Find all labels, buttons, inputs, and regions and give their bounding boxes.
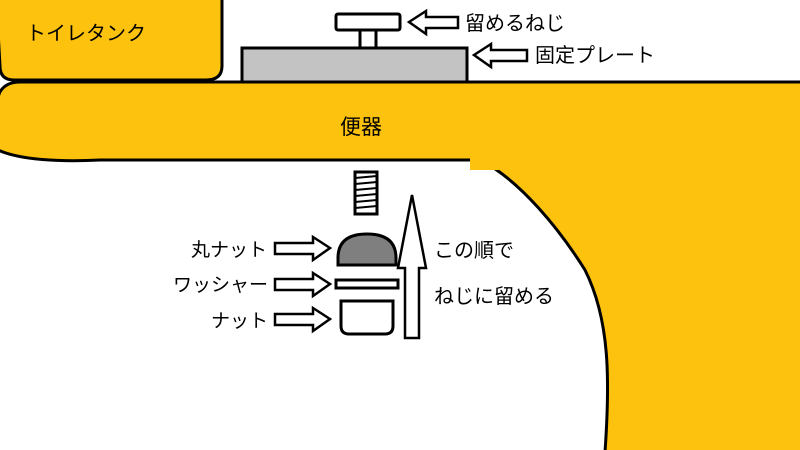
screw-head [334, 12, 402, 32]
fixing-plate [240, 46, 469, 84]
up-arrow-icon [396, 194, 428, 340]
washer-label: ワッシャー [173, 274, 268, 296]
right-arrow-icon-washer [273, 270, 333, 299]
tank-label: トイレタンク [26, 21, 146, 45]
fixing-screw-label: 留めるねじ [465, 11, 565, 35]
nut-label: ナット [211, 310, 268, 332]
toilet-tank [0, 0, 224, 82]
rim-body-joint [470, 150, 800, 170]
round-nut-label: 丸ナット [191, 239, 267, 261]
toilet-bowl-label: 便器 [340, 115, 382, 139]
right-arrow-icon-round-nut [273, 234, 333, 263]
toilet-bowl-body [479, 158, 800, 450]
right-arrow-icon-screw [406, 8, 460, 37]
screw-stem [358, 28, 378, 50]
right-arrow-icon-plate [471, 41, 529, 70]
instruction-line-1: この順で [434, 238, 514, 262]
threaded-bolt [353, 170, 379, 216]
washer [334, 278, 400, 290]
round-nut [336, 232, 398, 267]
right-arrow-icon-nut [273, 305, 333, 334]
fixing-plate-label: 固定プレート [535, 43, 655, 67]
instruction-line-2: ねじに留める [434, 284, 554, 308]
nut [339, 299, 395, 336]
toilet-bowl-rim [0, 80, 800, 163]
